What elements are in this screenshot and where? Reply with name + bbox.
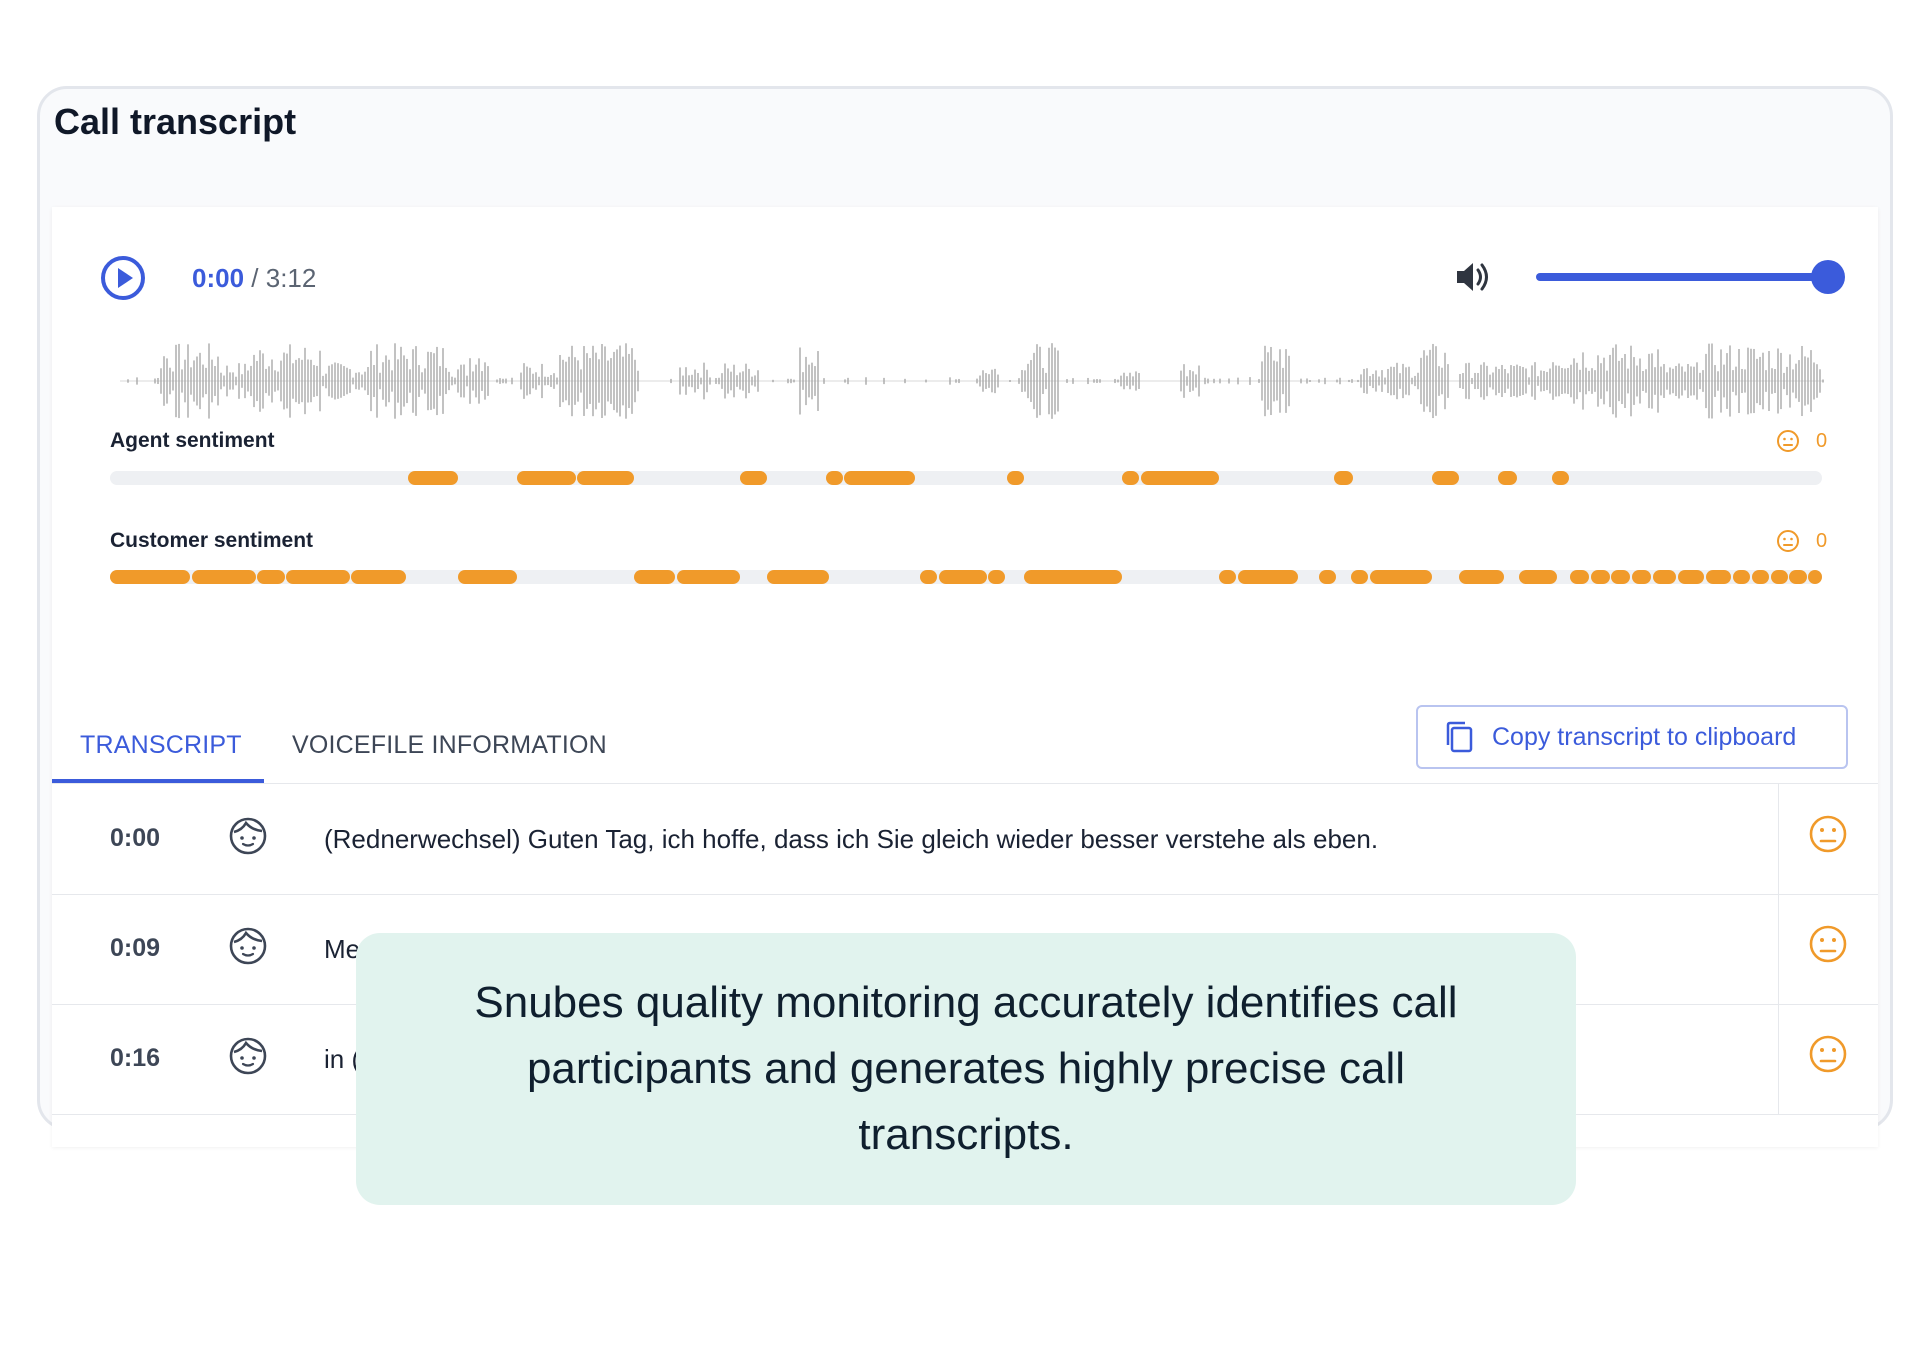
- row-timestamp[interactable]: 0:16: [110, 1044, 161, 1072]
- neutral-face-icon: [1809, 1035, 1847, 1073]
- tab-transcript[interactable]: TRANSCRIPT: [80, 731, 242, 759]
- sentiment-segment: [1631, 570, 1651, 584]
- sentiment-segment: [1219, 570, 1237, 584]
- sentiment-segment: [1334, 471, 1353, 485]
- sentiment-segment: [1238, 570, 1299, 584]
- sentiment-segment: [1570, 570, 1590, 584]
- copy-transcript-label: Copy transcript to clipboard: [1492, 722, 1797, 751]
- row-text: Me: [324, 934, 361, 964]
- row-divider: [1778, 1004, 1779, 1114]
- copy-transcript-button[interactable]: Copy transcript to clipboard: [1416, 705, 1848, 769]
- volume-slider-handle[interactable]: [1811, 260, 1845, 294]
- sentiment-segment: [767, 570, 830, 584]
- customer-sentiment-label: Customer sentiment: [110, 529, 314, 552]
- sentiment-segment: [919, 570, 937, 584]
- sentiment-segment: [257, 570, 285, 584]
- row-text: in (: [324, 1044, 361, 1074]
- sentiment-segment: [1770, 570, 1788, 584]
- row-text: (Rednerwechsel) Guten Tag, ich hoffe, da…: [324, 824, 1379, 854]
- sentiment-segment: [1318, 570, 1336, 584]
- sentiment-segment: [1611, 570, 1631, 584]
- agent-face-icon: [229, 927, 267, 965]
- sentiment-segment: [740, 471, 768, 485]
- sentiment-segment: [192, 570, 256, 584]
- sentiment-segment: [286, 570, 350, 584]
- sentiment-segment: [633, 570, 675, 584]
- copy-icon: [1446, 721, 1473, 753]
- transcript-row[interactable]: 0:00 (Rednerwechsel) Guten Tag, ich hoff…: [52, 784, 1878, 895]
- customer-sentiment-value: 0: [1816, 529, 1828, 552]
- sentiment-segment: [1751, 570, 1769, 584]
- sentiment-segment: [577, 471, 634, 485]
- neutral-face-icon: [1809, 815, 1847, 853]
- sentiment-segment: [351, 570, 407, 584]
- sentiment-segment: [844, 471, 915, 485]
- sentiment-segment: [988, 570, 1006, 584]
- sentiment-segment: [825, 471, 843, 485]
- sentiment-segment: [1007, 471, 1025, 485]
- tab-voicefile-information[interactable]: VOICEFILE INFORMATION: [292, 731, 607, 759]
- neutral-face-icon: [1809, 925, 1847, 963]
- tab-divider: [52, 783, 1878, 784]
- row-divider: [1778, 784, 1779, 894]
- sentiment-segment: [1498, 471, 1518, 485]
- agent-sentiment-label: Agent sentiment: [110, 429, 275, 452]
- sentiment-segment: [1678, 570, 1704, 584]
- playback-time: 0:00 / 3:12: [192, 263, 316, 294]
- sentiment-segment: [1590, 570, 1610, 584]
- sentiment-segment: [407, 471, 458, 485]
- sentiment-segment: [1140, 471, 1220, 485]
- sentiment-segment: [1370, 570, 1432, 584]
- sentiment-segment: [457, 570, 518, 584]
- caption-text: Snubes quality monitoring accurately ide…: [474, 978, 1458, 1159]
- sentiment-segment: [110, 570, 191, 584]
- sentiment-segment: [1518, 570, 1557, 584]
- customer-sentiment-count: 0: [1776, 529, 1827, 553]
- customer-sentiment-track: [110, 570, 1822, 584]
- current-time: 0:00: [192, 263, 245, 293]
- agent-face-icon: [229, 1037, 267, 1075]
- sentiment-segment: [1732, 570, 1751, 584]
- sentiment-segment: [517, 471, 576, 485]
- neutral-face-icon: [1777, 530, 1799, 552]
- sentiment-segment: [1652, 570, 1677, 584]
- volume-slider[interactable]: [1536, 273, 1822, 281]
- sentiment-segment: [1551, 471, 1569, 485]
- sentiment-segment: [1808, 570, 1822, 584]
- sentiment-segment: [1459, 570, 1504, 584]
- row-divider: [1778, 894, 1779, 1004]
- agent-sentiment-value: 0: [1816, 429, 1828, 452]
- duration: / 3:12: [251, 263, 317, 293]
- neutral-face-icon: [1777, 430, 1799, 452]
- row-timestamp[interactable]: 0:00: [110, 824, 161, 852]
- sentiment-segment: [1431, 471, 1460, 485]
- card-title: Call transcript: [54, 101, 297, 142]
- sentiment-segment: [1789, 570, 1807, 584]
- agent-sentiment-track: [110, 471, 1822, 485]
- volume-icon[interactable]: [1454, 259, 1492, 295]
- play-icon[interactable]: [100, 255, 146, 301]
- row-timestamp[interactable]: 0:09: [110, 934, 161, 962]
- sentiment-segment: [938, 570, 987, 584]
- sentiment-segment: [1121, 471, 1139, 485]
- sentiment-segment: [1351, 570, 1369, 584]
- caption-overlay: Snubes quality monitoring accurately ide…: [356, 933, 1576, 1205]
- sentiment-segment: [1024, 570, 1122, 584]
- agent-sentiment-count: 0: [1776, 429, 1827, 453]
- sentiment-segment: [1705, 570, 1732, 584]
- sentiment-segment: [676, 570, 741, 584]
- agent-face-icon: [229, 817, 267, 855]
- audio-waveform[interactable]: [120, 341, 1824, 421]
- active-tab-indicator: [52, 779, 264, 783]
